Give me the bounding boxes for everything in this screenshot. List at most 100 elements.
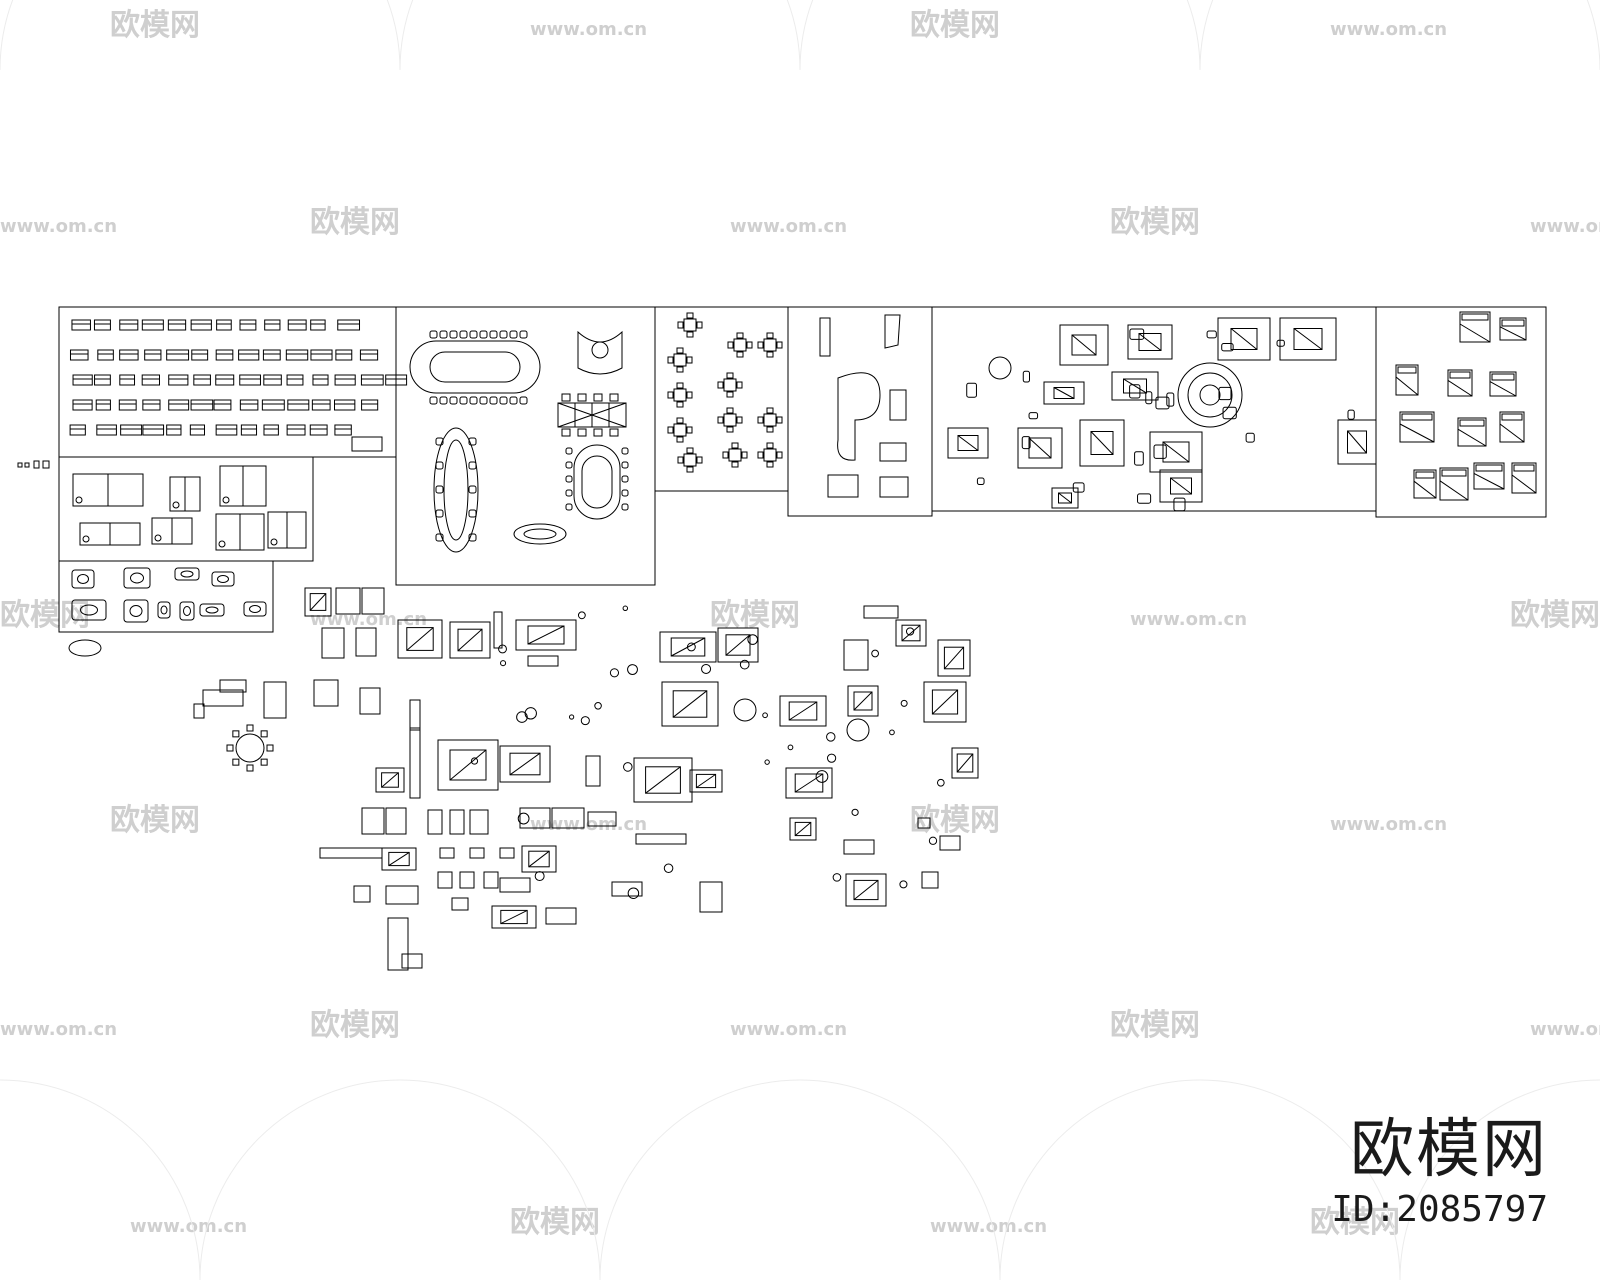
hatch-line (794, 773, 824, 793)
armchair (1155, 396, 1170, 410)
chair-symbol (762, 712, 768, 719)
basin (80, 604, 98, 616)
living-layout (1149, 431, 1203, 473)
hatch-line (527, 625, 565, 645)
pillow (1441, 469, 1467, 477)
chair-symbol (429, 396, 438, 405)
bathroom-fixture-symbols (71, 567, 267, 623)
basin (217, 575, 229, 583)
furniture-block (551, 807, 585, 829)
chair-symbol (568, 714, 575, 720)
chair-symbol (435, 485, 444, 494)
chair-symbol (534, 871, 545, 882)
sofa-elevation-symbols (69, 319, 408, 452)
watermark-url: www.om.cn (730, 216, 847, 237)
chair-symbol (627, 664, 638, 675)
round-table-chair (232, 758, 240, 766)
bed-symbol (1447, 369, 1473, 397)
sofa-symbol (216, 319, 232, 331)
sofa-symbol (94, 374, 111, 386)
chair-symbol (747, 634, 759, 645)
furniture-block (779, 695, 827, 727)
armchair (1022, 370, 1030, 383)
armchair (1021, 436, 1031, 450)
living-layout (1127, 324, 1173, 360)
chair-symbol (899, 880, 908, 889)
dining-table (763, 413, 777, 427)
chair-symbol (928, 836, 938, 845)
basin (205, 606, 219, 614)
inner-rect (457, 628, 483, 652)
round-table-chair (246, 764, 254, 772)
furniture-block (587, 811, 617, 827)
dining-chair (686, 356, 693, 364)
basin (77, 574, 89, 584)
furniture-block (499, 745, 551, 783)
furniture-block (939, 835, 961, 851)
chair-symbol (498, 644, 507, 654)
furniture-block (923, 681, 967, 723)
bed-symbol (1473, 462, 1505, 490)
armchair (1347, 409, 1355, 420)
inner-rect (309, 593, 327, 611)
furniture-block (385, 885, 419, 905)
sofa-symbol (144, 349, 162, 361)
sofa-symbol (69, 349, 89, 361)
hatch-line (381, 772, 399, 788)
living-layout (947, 427, 989, 459)
basin (249, 605, 261, 613)
dining-table (728, 448, 742, 462)
dining-chair (686, 331, 694, 338)
blanket-line (1399, 423, 1435, 443)
chair-symbol (787, 744, 794, 751)
bed-symbol (1399, 411, 1435, 443)
dining-chair (776, 341, 783, 349)
furniture-blocks-layer (17, 306, 1547, 971)
chair-symbol (623, 762, 633, 772)
rug-line (1162, 441, 1190, 463)
inner-rect (788, 701, 818, 721)
scattered-furniture-blocks (193, 587, 979, 971)
armchair (976, 477, 985, 486)
hatch-line (901, 624, 921, 642)
pillow (1501, 413, 1523, 421)
bed-symbol (1499, 317, 1527, 341)
sofa-symbol (351, 436, 383, 452)
chair-symbol (439, 330, 448, 339)
dining-chair (696, 321, 703, 329)
sofa-symbol (310, 319, 326, 331)
dining-chair (667, 356, 674, 364)
sofa-symbol (120, 424, 143, 436)
dining-chair (726, 391, 734, 398)
dining-table (763, 448, 777, 462)
living-layout (1079, 419, 1125, 467)
armchair (1145, 391, 1153, 405)
furniture-block (469, 809, 489, 835)
office-chair (154, 534, 162, 542)
hatch-line (457, 628, 483, 652)
watermark-logo: 欧模网 (0, 598, 90, 633)
dining-chair (686, 447, 694, 454)
sofa-symbol (141, 319, 164, 331)
rug-line (1230, 328, 1258, 350)
dining-chair (677, 321, 684, 329)
conference-table-rect (557, 402, 627, 428)
armchair (1166, 392, 1175, 407)
rug (1162, 441, 1190, 463)
chair-symbol (565, 461, 573, 469)
panel-conference-tables (395, 306, 656, 586)
round-table-chair (260, 730, 268, 738)
armchair (1218, 386, 1232, 401)
chair-symbol (609, 668, 620, 678)
furniture-block (921, 871, 939, 889)
chair-symbol (519, 330, 528, 339)
chair-symbol (851, 808, 859, 816)
chair-symbol (900, 699, 908, 707)
office-curved-desk (819, 314, 909, 498)
chair-symbol (936, 778, 945, 787)
living-layout (1337, 419, 1377, 465)
furniture-block (785, 767, 833, 799)
inner-rect (670, 637, 706, 657)
dining-table (673, 353, 687, 367)
furniture-block (375, 767, 405, 793)
